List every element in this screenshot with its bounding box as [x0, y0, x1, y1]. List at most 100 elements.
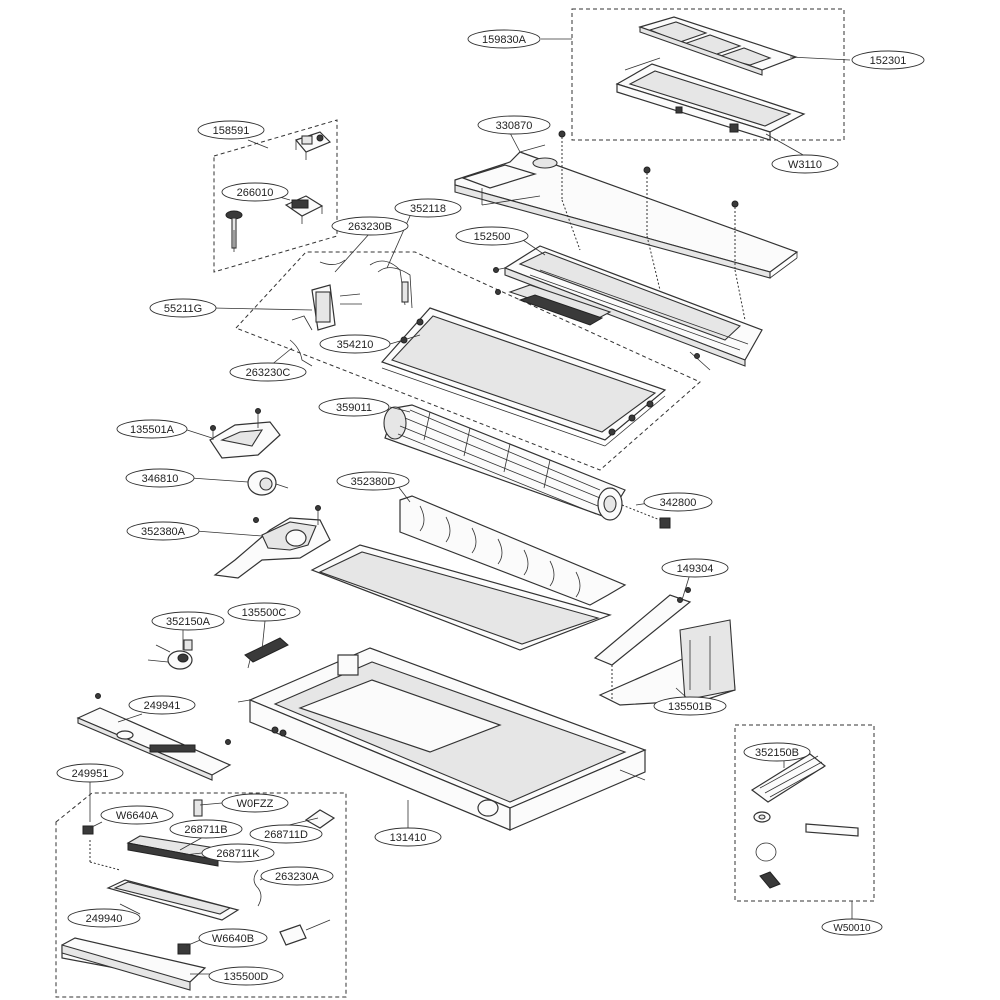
callout-159830A: 159830A: [467, 29, 541, 49]
accessory-kit-box: [734, 724, 875, 902]
label-359011: 359011: [336, 402, 372, 414]
accessory-kit-parts: [750, 753, 859, 889]
motor-mount-part: [213, 505, 331, 579]
label-135500D: 135500D: [224, 971, 269, 983]
callout-352380A: 352380A: [126, 521, 200, 541]
label-W6640A: W6640A: [116, 810, 159, 822]
label-135501B: 135501B: [668, 701, 712, 713]
control-box-group-box: [55, 792, 347, 998]
callout-W6640B: W6640B: [198, 928, 268, 948]
label-249941: 249941: [144, 700, 181, 712]
motor-cover-part: [209, 408, 281, 459]
label-346810: 346810: [142, 473, 179, 485]
cross-flow-fan-part: [383, 404, 626, 521]
label-268711D: 268711D: [264, 829, 308, 841]
label-352380A: 352380A: [141, 526, 186, 538]
callout-359011: 359011: [318, 397, 390, 417]
callout-354210: 354210: [319, 334, 391, 354]
callout-131410: 131410: [374, 827, 442, 847]
label-263230C: 263230C: [246, 367, 291, 379]
chassis-part: [237, 647, 647, 831]
label-352118: 352118: [410, 203, 446, 215]
label-342800: 342800: [660, 497, 697, 509]
label-352380D: 352380D: [351, 476, 396, 488]
label-149304: 149304: [677, 563, 714, 575]
callout-152500: 152500: [455, 226, 529, 246]
mounting-plate-part: [76, 693, 232, 781]
callout-149304: 149304: [661, 558, 729, 578]
callout-352150B: 352150B: [743, 742, 811, 762]
callout-263230B: 263230B: [331, 216, 409, 236]
callout-268711D: 268711D: [249, 824, 323, 844]
callout-263230C: 263230C: [229, 362, 307, 382]
callout-352380D: 352380D: [336, 471, 410, 491]
label-152301: 152301: [870, 55, 907, 67]
label-W0FZZ: W0FZZ: [237, 798, 274, 810]
callout-152301: 152301: [851, 50, 925, 70]
label-263230A: 263230A: [275, 871, 320, 883]
label-W3110: W3110: [788, 159, 822, 171]
sensor-group-box: [213, 119, 338, 273]
callout-268711B: 268711B: [169, 819, 243, 839]
callout-W3110: W3110: [771, 154, 839, 174]
control-box-parts: [61, 799, 336, 991]
air-filter-part: [638, 16, 798, 76]
callout-249951: 249951: [56, 763, 124, 783]
callout-268711K: 268711K: [201, 843, 275, 863]
label-135500C: 135500C: [242, 607, 287, 619]
callout-330870: 330870: [477, 115, 551, 135]
callout-346810: 346810: [125, 468, 195, 488]
bearing-part: [621, 504, 671, 529]
top-cover-part: [454, 144, 799, 279]
label-152500: 152500: [474, 231, 511, 243]
callout-135501B: 135501B: [653, 696, 727, 716]
refrigerant-pipe-part: [289, 259, 413, 367]
callout-342800: 342800: [643, 492, 713, 512]
label-354210: 354210: [337, 339, 374, 351]
label-158591: 158591: [213, 125, 250, 137]
drain-pump-part: [147, 639, 193, 670]
label-330870: 330870: [496, 120, 533, 132]
label-266010: 266010: [237, 187, 274, 199]
label-55211G: 55211G: [164, 303, 202, 315]
label-135501A: 135501A: [130, 424, 175, 436]
label-W50010: W50010: [833, 923, 871, 934]
callout-55211G: 55211G: [149, 298, 217, 318]
label-268711B: 268711B: [184, 824, 227, 836]
label-159830A: 159830A: [482, 34, 527, 46]
discharge-louver-part: [310, 495, 627, 651]
callout-266010: 266010: [221, 182, 289, 202]
callout-249940: 249940: [67, 908, 141, 928]
label-249940: 249940: [86, 913, 123, 925]
fan-motor-part: [247, 470, 289, 496]
callout-158591: 158591: [197, 120, 265, 140]
callout-352150A: 352150A: [151, 611, 225, 631]
label-W6640B: W6640B: [212, 933, 254, 945]
callout-W6640A: W6640A: [100, 805, 174, 825]
drain-pan-part: [493, 245, 763, 371]
filter-frame-part: [615, 57, 806, 141]
thermistor-part: [284, 131, 332, 224]
callout-263230A: 263230A: [260, 866, 334, 886]
sensor-holder-part: [225, 210, 243, 252]
label-268711K: 268711K: [216, 848, 260, 860]
cable-clamp-part: [244, 637, 289, 669]
label-131410: 131410: [390, 832, 427, 844]
callout-352118: 352118: [394, 198, 462, 218]
callout-249941: 249941: [128, 695, 196, 715]
label-352150B: 352150B: [755, 747, 799, 759]
callout-W0FZZ: W0FZZ: [221, 793, 289, 813]
label-249951: 249951: [72, 768, 109, 780]
screw-set-top: [558, 130, 746, 321]
label-352150A: 352150A: [166, 616, 211, 628]
filter-group-box: [571, 8, 845, 141]
callout-135500D: 135500D: [208, 966, 284, 986]
callout-135501A: 135501A: [116, 419, 188, 439]
evaporator-coil-part: [380, 307, 667, 447]
callout-135500C: 135500C: [227, 602, 301, 622]
evaporator-group-box: [235, 251, 701, 471]
callout-W50010: W50010: [821, 918, 883, 936]
right-bracket-part: [593, 587, 736, 706]
label-263230B: 263230B: [348, 221, 392, 233]
